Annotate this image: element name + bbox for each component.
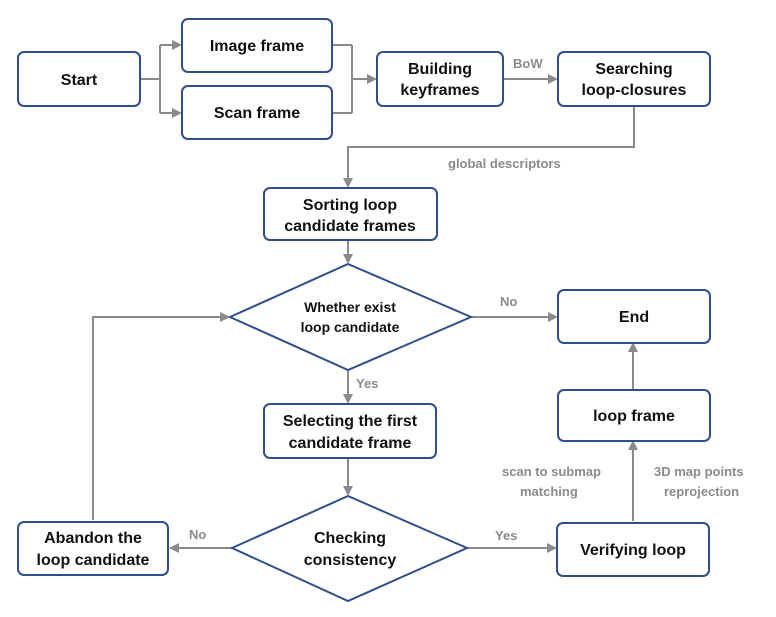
node-scan-frame: Scan frame [181, 85, 333, 140]
checking-label-line2: consistency [304, 552, 397, 569]
map-points-label-line2: reprojection [664, 484, 739, 499]
scan-frame-label: Scan frame [214, 105, 300, 122]
edges [92, 40, 638, 553]
node-verifying-loop: Verifying loop [556, 522, 710, 577]
building-keyframes-label-line1: Building [408, 61, 472, 78]
verifying-label: Verifying loop [580, 542, 686, 559]
sorting-label-line2: candidate frames [284, 218, 416, 235]
selecting-box [263, 403, 437, 459]
sorting-box [263, 187, 438, 241]
node-loop-frame: loop frame [557, 389, 711, 442]
sorting-label-line1: Sorting loop [303, 197, 397, 214]
node-abandon: Abandon the loop candidate [17, 521, 169, 576]
node-image-frame: Image frame [181, 18, 333, 73]
image-frame-box [181, 18, 333, 73]
searching-box [557, 51, 711, 107]
whether-label-line2: loop candidate [301, 319, 400, 335]
node-whether-exist: Whether exist loop candidate [227, 262, 474, 372]
selecting-label-line2: candidate frame [289, 435, 412, 452]
searching-label-line2: loop-closures [582, 82, 687, 99]
building-keyframes-label-line2: keyframes [400, 82, 479, 99]
yes-label-mid: Yes [356, 376, 378, 391]
verifying-box [556, 522, 710, 577]
yes-label-bottom: Yes [495, 528, 517, 543]
abandon-label-line1: Abandon the [44, 530, 142, 547]
node-building-keyframes: Building keyframes [376, 51, 504, 107]
no-label-bottom: No [189, 527, 206, 542]
whether-label-line1: Whether exist [304, 299, 396, 315]
abandon-label-line2: loop candidate [37, 552, 150, 569]
node-start: Start [17, 51, 141, 107]
scan-to-submap-label-line1: scan to submap [502, 464, 601, 479]
edge-labels: BoW global descriptors No Yes No Yes sca… [189, 56, 744, 543]
bow-label: BoW [513, 56, 543, 71]
image-frame-label: Image frame [210, 38, 304, 55]
abandon-box [17, 521, 169, 576]
node-end: End [557, 289, 711, 344]
node-selecting-first: Selecting the first candidate frame [263, 403, 437, 459]
global-descriptors-label: global descriptors [448, 156, 561, 171]
selecting-label-line1: Selecting the first [283, 413, 418, 430]
node-sorting-loop-candidate: Sorting loop candidate frames [263, 187, 438, 241]
whether-diamond [227, 262, 474, 372]
loop-frame-label: loop frame [593, 408, 675, 425]
loop-frame-box [557, 389, 711, 442]
scan-to-submap-label-line2: matching [520, 484, 578, 499]
edge-searching-to-sorting [343, 105, 635, 188]
edge-abandon-to-whether [92, 312, 230, 520]
end-label: End [619, 309, 649, 326]
checking-diamond [229, 494, 470, 603]
start-box [17, 51, 141, 107]
node-checking-consistency: Checking consistency [229, 494, 470, 603]
node-searching-loop-closures: Searching loop-closures [557, 51, 711, 107]
start-label: Start [61, 72, 98, 89]
end-box [557, 289, 711, 344]
scan-frame-box [181, 85, 333, 140]
no-label-top: No [500, 294, 517, 309]
map-points-label-line1: 3D map points [654, 464, 744, 479]
searching-label-line1: Searching [595, 61, 672, 78]
building-keyframes-box [376, 51, 504, 107]
checking-label-line1: Checking [314, 530, 386, 547]
